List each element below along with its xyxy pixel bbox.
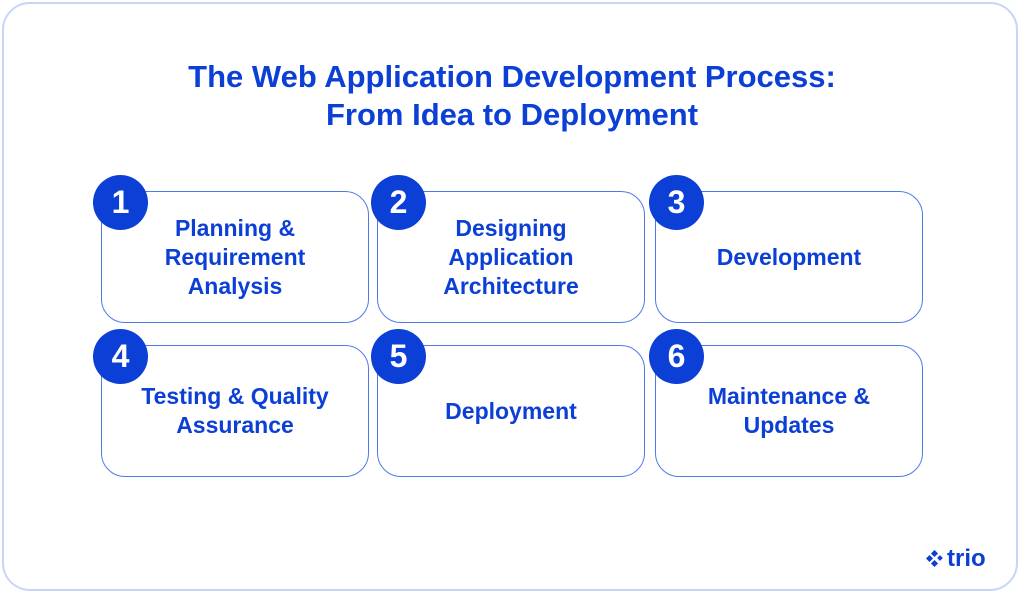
step-card-1: Planning & Requirement Analysis — [101, 191, 369, 323]
step-number-badge: 1 — [93, 175, 148, 230]
step-label: Designing Application Architecture — [443, 214, 579, 299]
title-line-2: From Idea to Deployment — [325, 97, 699, 132]
step-card-3: Development — [655, 191, 923, 323]
step-card-2: Designing Application Architecture — [377, 191, 645, 323]
step-card-5: Deployment — [377, 345, 645, 477]
trio-logo-icon — [926, 550, 943, 568]
logo-text: trio — [947, 545, 986, 572]
step-card-4: Testing & Quality Assurance — [101, 345, 369, 477]
trio-logo: trio — [926, 545, 986, 573]
step-number-badge: 4 — [93, 329, 148, 384]
step-card-6: Maintenance & Updates — [655, 345, 923, 477]
step-label: Testing & Quality Assurance — [141, 383, 329, 438]
step-label: Deployment — [445, 397, 577, 424]
step-number-badge: 3 — [649, 175, 704, 230]
step-label: Planning & Requirement Analysis — [164, 214, 306, 299]
page-title: The Web Application Development Process:… — [0, 58, 1024, 134]
step-number-badge: 6 — [649, 329, 704, 384]
outer-frame — [2, 2, 1018, 591]
step-number-badge: 2 — [371, 175, 426, 230]
step-label: Maintenance & Updates — [707, 383, 871, 438]
title-line-1: The Web Application Development Process: — [188, 59, 836, 94]
step-label: Development — [716, 243, 862, 270]
step-number-badge: 5 — [371, 329, 426, 384]
